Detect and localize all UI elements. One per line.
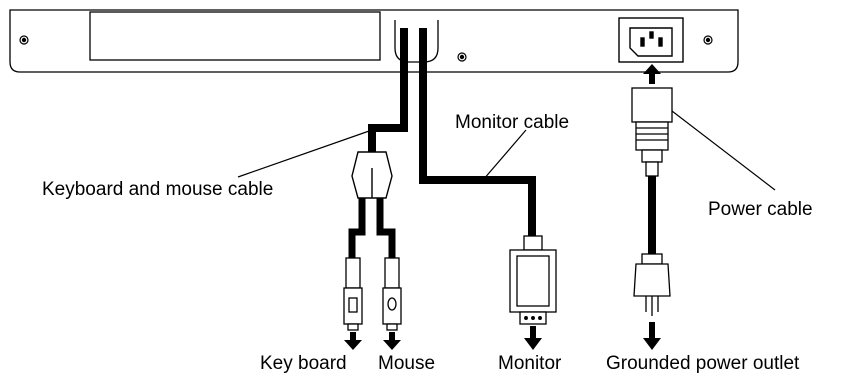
vga-connector-icon: [509, 235, 557, 325]
keyboard-mouse-cable: [348, 28, 408, 258]
screw-icon: [19, 35, 29, 45]
power-inlet-icon: [618, 17, 684, 63]
arrow-down-icon: [383, 332, 401, 350]
callout-leaders: [237, 110, 776, 191]
arrow-up-icon: [643, 64, 661, 84]
power-cable-label: Power cable: [708, 199, 813, 220]
monitor-cable-label: Monitor cable: [455, 112, 569, 133]
ps2-connector-icon: [343, 257, 363, 331]
screw-icon: [457, 52, 467, 62]
chassis-panel: [9, 9, 739, 73]
arrow-down-icon: [524, 326, 542, 350]
mouse-label: Mouse: [378, 353, 435, 374]
monitor-cable: [419, 28, 536, 238]
ac-plug-icon: [633, 253, 671, 316]
grounded-outlet-label: Grounded power outlet: [606, 353, 800, 374]
y-splitter: [351, 151, 393, 199]
keyboard-label: Key board: [260, 353, 347, 374]
screw-icon: [703, 35, 713, 45]
power-cable-connector: [631, 87, 673, 177]
keyboard-mouse-cable-label: Keyboard and mouse cable: [42, 179, 273, 200]
arrow-down-icon: [344, 332, 362, 350]
monitor-label: Monitor: [498, 353, 562, 374]
arrow-down-icon: [643, 322, 661, 350]
ps2-connector-icon: [382, 257, 402, 331]
